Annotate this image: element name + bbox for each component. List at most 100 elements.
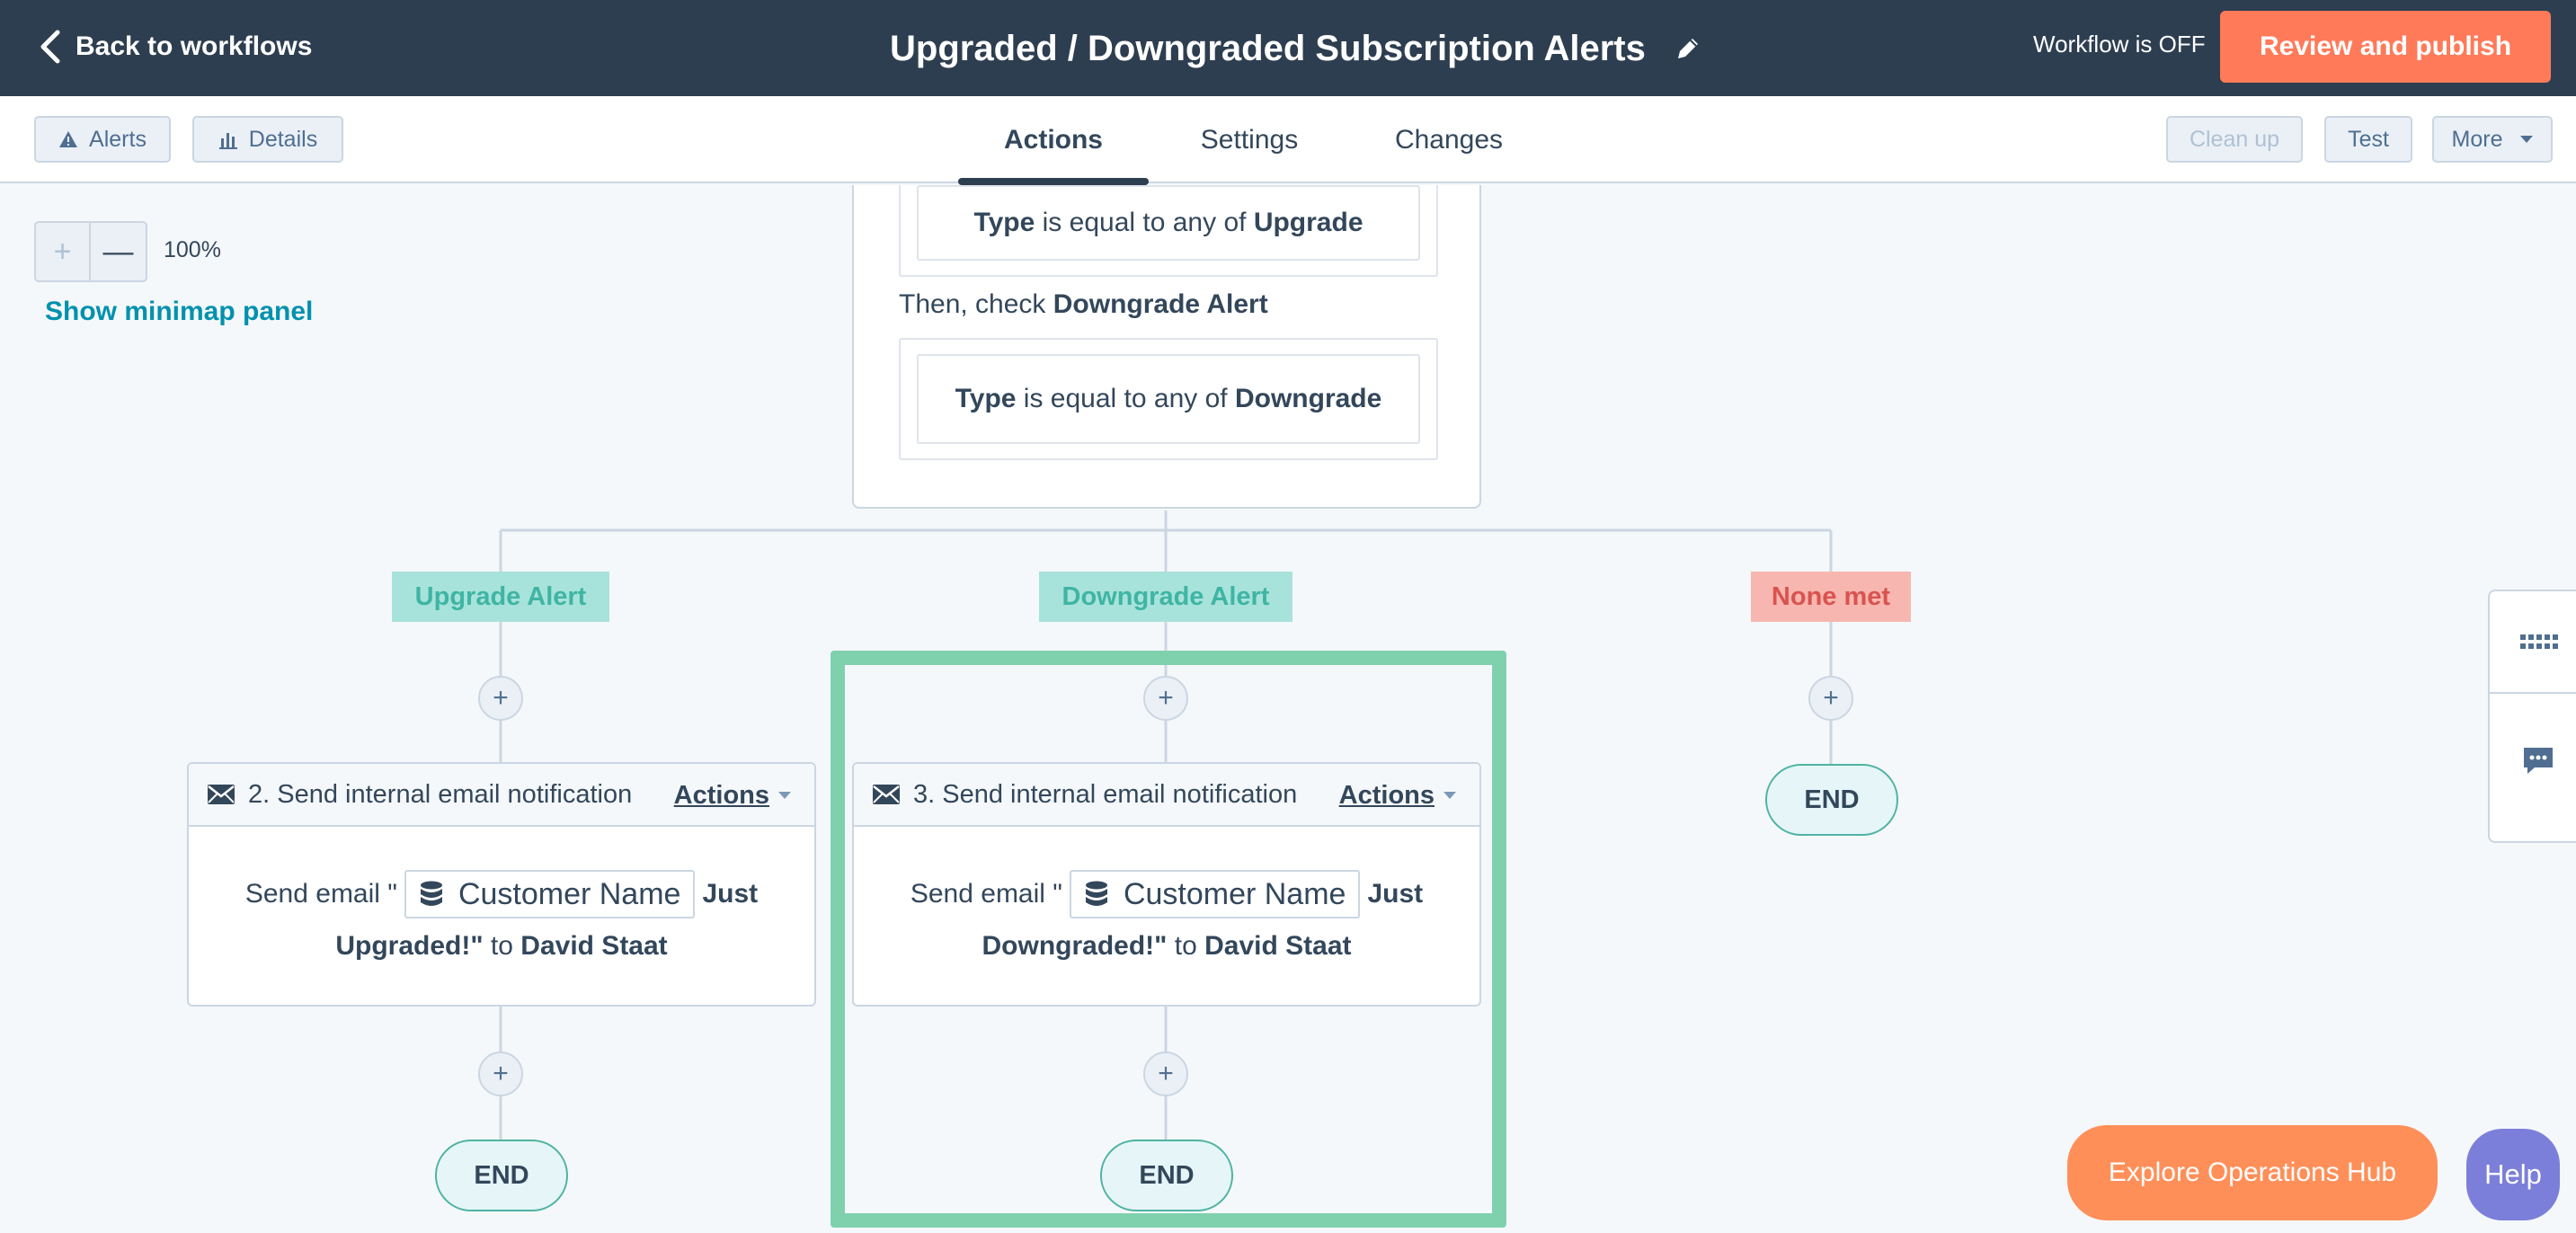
test-button[interactable]: Test [2324,116,2412,163]
clean-up-button[interactable]: Clean up [2166,116,2303,163]
caret-down-icon [778,792,791,799]
warning-icon [59,131,78,147]
property-token: Customer Name [404,870,696,918]
back-to-workflows-link[interactable]: Back to workflows [38,27,312,67]
action-card-header: 3. Send internal email notification [854,764,1479,827]
bar-chart-icon [218,133,237,149]
active-tab-indicator [958,178,1149,185]
tab-settings[interactable]: Settings [1200,124,1299,155]
more-button[interactable]: More [2432,116,2553,163]
branch-label-none-met[interactable]: None met [1751,572,1911,622]
send-email-prefix: Send email " [244,879,397,909]
actions-menu-label: Actions [673,780,769,810]
recipient-name: David Staat [1204,931,1352,961]
condition-property: Type [955,384,1017,413]
review-and-publish-button[interactable]: Review and publish [2220,11,2551,83]
condition-value: Downgrade [1234,384,1382,413]
chevron-left-icon [40,30,60,64]
condition-value: Upgrade [1253,208,1364,237]
condition-group-downgrade: Type is equal to any of Downgrade [899,338,1438,460]
add-action-button[interactable]: + [478,1051,523,1096]
keyboard-icon[interactable] [2518,624,2560,660]
subject-tail: Downgraded!" [982,931,1168,961]
end-node-upgrade: END [435,1140,568,1211]
property-token: Customer Name [1069,870,1361,918]
add-action-button[interactable]: + [1808,676,1853,721]
zoom-in-button[interactable]: + [36,223,92,280]
action-card-send-email-3[interactable]: 3. Send internal email notification Acti… [852,762,1481,1007]
zoom-level: 100% [164,237,221,262]
action-card-body: Send email " Customer Name Just Upgraded… [189,829,814,1005]
alerts-button[interactable]: Alerts [34,116,171,163]
token-label: Customer Name [1123,876,1346,911]
tab-changes[interactable]: Changes [1394,124,1504,155]
condition-upgrade: Type is equal to any of Upgrade [917,185,1420,261]
email-recipient-line: Upgraded!" to David Staat [189,931,814,962]
branch-label-text: None met [1771,581,1891,611]
pencil-icon[interactable] [1673,33,1703,64]
branch-label-text: Upgrade Alert [414,581,587,611]
to-word: to [1174,931,1197,961]
end-node-none-met: END [1765,764,1898,836]
email-recipient-line: Downgraded!" to David Staat [854,931,1479,962]
envelope-icon [208,785,235,804]
then-branch-name: Downgrade Alert [1053,289,1268,319]
action-title: 2. Send internal email notification [248,779,633,809]
title-area: Upgraded / Downgraded Subscription Alert… [890,23,1703,74]
envelope-icon [873,785,900,804]
condition-downgrade: Type is equal to any of Downgrade [917,354,1420,444]
side-panel-divider [2490,692,2576,694]
show-minimap-link[interactable]: Show minimap panel [45,297,314,326]
database-icon [420,881,442,906]
database-icon [1085,881,1107,906]
top-bar: Back to workflows Upgraded / Downgraded … [0,0,2576,96]
zoom-controls: + — [34,221,147,282]
subject-tail: Just [1367,879,1424,909]
details-button[interactable]: Details [192,116,343,163]
then-check-line: Then, check Downgrade Alert [899,289,1268,320]
caret-down-icon [1443,792,1456,799]
recipient-name: David Staat [520,931,668,961]
subject-tail: Just [702,879,759,909]
side-panel [2488,590,2576,843]
chat-icon[interactable] [2518,742,2560,778]
zoom-out-button[interactable]: — [102,234,134,269]
branch-label-upgrade-alert[interactable]: Upgrade Alert [392,572,609,622]
add-action-button[interactable]: + [478,676,523,721]
email-subject-line: Send email " Customer Name Just [854,870,1479,918]
back-label: Back to workflows [76,31,313,61]
branch-label-text: Downgrade Alert [1061,581,1270,611]
send-email-prefix: Send email " [910,879,1062,909]
condition-operator: is equal to any of [1023,384,1228,413]
action-card-header: 2. Send internal email notification [189,764,814,827]
branch-action-card[interactable]: Type is equal to any of Upgrade Then, ch… [852,185,1481,509]
more-label: More [2451,126,2503,152]
action-card-body: Send email " Customer Name Just Downgrad… [854,829,1479,1005]
add-action-button[interactable]: + [1143,676,1188,721]
condition-property: Type [973,208,1035,237]
workflow-status: Workflow is OFF [2033,31,2206,58]
page-title: Upgraded / Downgraded Subscription Alert… [890,28,1646,68]
condition-operator: is equal to any of [1042,208,1247,237]
email-subject-line: Send email " Customer Name Just [189,870,814,918]
details-label: Details [248,126,318,152]
add-action-button[interactable]: + [1143,1051,1188,1096]
actions-menu[interactable]: Actions [674,764,791,827]
help-button[interactable]: Help [2466,1129,2560,1220]
to-word: to [490,931,513,961]
action-title: 3. Send internal email notification [913,779,1298,809]
end-node-downgrade: END [1100,1140,1233,1211]
token-label: Customer Name [457,876,681,911]
branch-label-downgrade-alert[interactable]: Downgrade Alert [1039,572,1292,622]
workflow-canvas[interactable]: + — 100% Show minimap panel Type is equa… [0,185,2576,1233]
alerts-label: Alerts [89,126,147,152]
actions-menu[interactable]: Actions [1339,764,1456,827]
tab-actions[interactable]: Actions [1003,124,1103,155]
sub-toolbar: Alerts Details Actions Settings Changes … [0,96,2576,185]
condition-group-upgrade: Type is equal to any of Upgrade [899,185,1438,277]
then-prefix: Then, check [899,289,1046,319]
action-card-send-email-2[interactable]: 2. Send internal email notification Acti… [187,762,816,1007]
subject-tail: Upgraded!" [335,931,484,961]
actions-menu-label: Actions [1338,780,1435,810]
explore-operations-hub-button[interactable]: Explore Operations Hub [2067,1125,2438,1220]
